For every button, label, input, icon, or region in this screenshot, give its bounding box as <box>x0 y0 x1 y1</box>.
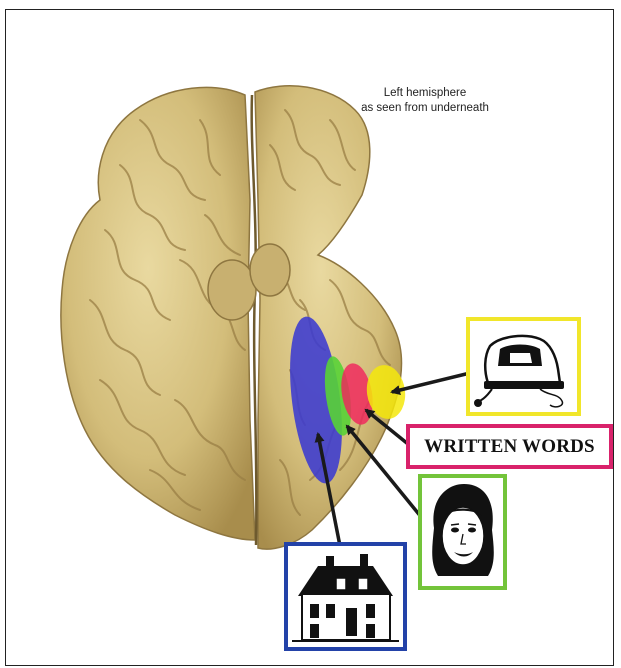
faces-stimulus-box <box>418 474 507 590</box>
arrow-objects <box>392 373 470 392</box>
brainstem <box>208 260 256 320</box>
iron-drawing-icon <box>470 321 577 412</box>
brainstem-right <box>250 244 290 296</box>
house-drawing-icon <box>288 546 403 647</box>
places-stimulus-box <box>284 542 407 651</box>
face-drawing-icon <box>422 478 503 586</box>
objects-stimulus-box <box>466 317 581 416</box>
written-words-box: WRITTEN WORDS <box>406 424 613 469</box>
caption-line-2: as seen from underneath <box>345 101 505 116</box>
figure-caption: Left hemisphere as seen from underneath <box>345 86 505 116</box>
written-words-label: WRITTEN WORDS <box>424 436 595 458</box>
caption-line-1: Left hemisphere <box>345 86 505 101</box>
